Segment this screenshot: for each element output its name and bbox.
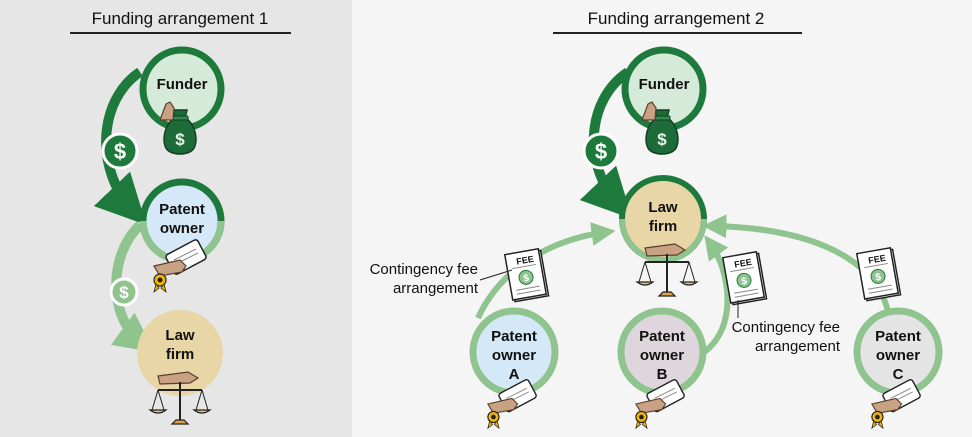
contingency-fee-note-2: Contingency fee arrangement — [720, 318, 840, 356]
fee-arrow-owner-c — [702, 214, 893, 331]
dollar-symbol: $ — [119, 283, 129, 302]
law-firm-node: Law firm — [137, 310, 223, 425]
payment-badge-large: $ — [101, 132, 139, 170]
payment-arrow-funder-to-owner — [93, 67, 147, 226]
patent-owner-b-node: Patent owner B — [617, 307, 707, 429]
arrangement-2-title: Funding arrangement 2 — [587, 9, 765, 28]
note-line2: arrangement — [392, 280, 478, 297]
fee-document-b: FEE — [722, 250, 768, 306]
fee-arrow-owner-b — [698, 235, 731, 358]
law-firm-label-line1: Law — [648, 199, 678, 216]
fee-document-a: FEE — [504, 247, 550, 303]
funder-node: Funder — [139, 46, 225, 155]
owner-c-line3: C — [893, 366, 904, 383]
payment-badge: $ — [582, 132, 620, 170]
note-line1: Contingency fee — [369, 261, 478, 278]
owner-c-line2: owner — [876, 347, 920, 364]
fee-label: FEE — [868, 253, 887, 266]
funder-label: Funder — [639, 76, 690, 93]
arrangement-2-underline — [553, 32, 802, 34]
dollar-symbol: $ — [114, 139, 126, 164]
contingency-fee-note-1: Contingency fee arrangement — [360, 260, 478, 298]
law-firm-node-2: Law firm — [619, 175, 707, 297]
arrangement-1-title: Funding arrangement 1 — [91, 9, 269, 28]
law-firm-label-line2: firm — [166, 346, 194, 363]
owner-b-line3: B — [657, 366, 668, 383]
fee-label: FEE — [734, 257, 753, 270]
patent-owner-node: Patent owner — [139, 178, 225, 293]
note-line2: arrangement — [754, 338, 840, 355]
fee-document-c: FEE — [856, 246, 902, 302]
owner-a-line3: A — [509, 366, 520, 383]
fee-label: FEE — [516, 254, 535, 267]
owner-b-line2: owner — [640, 347, 684, 364]
owner-a-line2: owner — [492, 347, 536, 364]
law-firm-label-line2: firm — [649, 218, 677, 235]
owner-a-line1: Patent — [491, 328, 537, 345]
payment-badge-small: $ — [109, 277, 139, 307]
patent-owner-a-node: Patent owner A — [469, 307, 559, 429]
law-firm-label-line1: Law — [165, 327, 195, 344]
arrangement-1-underline — [70, 32, 291, 34]
funder-label: Funder — [157, 76, 208, 93]
owner-c-line1: Patent — [875, 328, 921, 345]
owner-b-line1: Patent — [639, 328, 685, 345]
patent-owner-c-node: Patent owner C — [853, 307, 943, 429]
funder-node-2: Funder — [621, 46, 707, 155]
note-line1: Contingency fee — [731, 319, 840, 336]
patent-owner-label-line2: owner — [160, 220, 204, 237]
note-leader-1 — [479, 269, 513, 281]
patent-owner-label-line1: Patent — [159, 201, 205, 218]
dollar-symbol: $ — [595, 139, 607, 164]
